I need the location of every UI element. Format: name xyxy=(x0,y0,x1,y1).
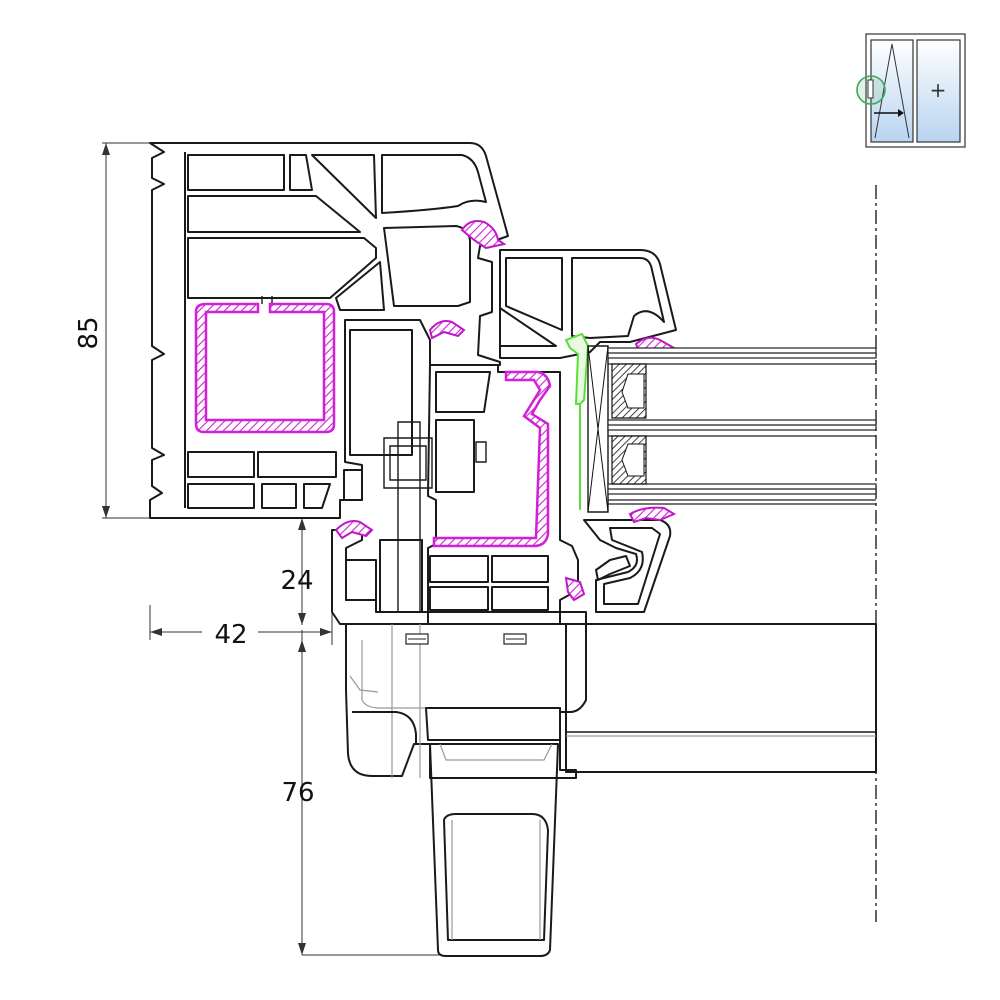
sash-steel-reinforcement xyxy=(432,370,552,548)
handle-rose xyxy=(345,623,587,779)
window-handle xyxy=(345,623,587,957)
dimension-76: 76 xyxy=(281,630,440,956)
dimension-24-label: 24 xyxy=(280,566,313,596)
dimension-42-label: 42 xyxy=(214,620,247,650)
opening-direction-lines xyxy=(874,43,910,139)
glazing-bead-seal xyxy=(564,332,590,510)
arrow-icon xyxy=(898,109,904,117)
dimension-85: 85 xyxy=(74,142,150,519)
dimension-85-label: 85 xyxy=(74,316,104,349)
tilt-turn-pane xyxy=(870,39,914,143)
triple-glazing-unit xyxy=(607,347,877,505)
frame-steel-reinforcement xyxy=(194,302,336,434)
hardware-lock-mechanism xyxy=(383,421,487,613)
glass-spacer-block xyxy=(587,345,609,513)
dimension-42: 42 xyxy=(149,605,333,650)
adjacent-sill xyxy=(565,623,877,773)
dimension-76-label: 76 xyxy=(281,778,314,808)
fixed-pane-symbol: + xyxy=(930,78,947,102)
sill-profile xyxy=(331,519,672,625)
handle-lever xyxy=(429,743,559,957)
window-type-legend: + xyxy=(856,33,966,148)
dimension-24: 24 xyxy=(280,518,314,625)
fixed-pane xyxy=(916,39,961,143)
